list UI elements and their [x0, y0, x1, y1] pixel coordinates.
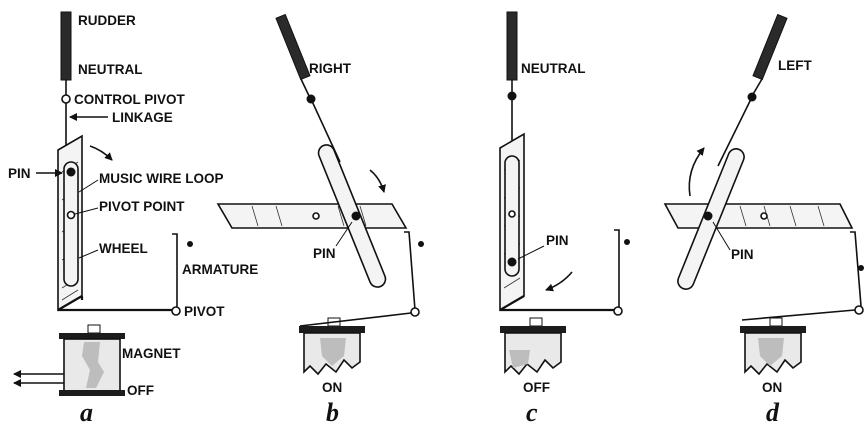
control-pivot-c: [507, 91, 517, 101]
magnet-stub-d: [769, 317, 783, 327]
armature-b: [404, 231, 416, 311]
pin-c: [507, 257, 517, 267]
pin-d: [703, 211, 713, 221]
panel-letter-c: c: [526, 398, 538, 427]
rudder-label: RUDDER: [78, 13, 136, 28]
rudder-bar-a: [60, 11, 72, 81]
off-label-c: OFF: [523, 380, 550, 395]
wheel-b: [216, 203, 408, 229]
rotation-arrow-d: [688, 147, 705, 197]
wheel-base-a: [57, 295, 172, 312]
left-label: LEFT: [778, 58, 812, 73]
pin-label-a: PIN: [8, 166, 31, 181]
control-pivot-label: CONTROL PIVOT: [74, 92, 186, 107]
magnet-top-c: [500, 326, 566, 333]
rudder-bar-b: [275, 13, 311, 81]
magnet-top-b: [299, 326, 365, 333]
music-wire-loop-label: MUSIC WIRE LOOP: [99, 171, 224, 186]
pivot-d: [854, 305, 864, 315]
magnet-shading-d: [758, 338, 784, 366]
rudder-bar-c: [506, 11, 518, 81]
armature-a: [172, 233, 178, 310]
pin-label-b: PIN: [313, 246, 336, 261]
pivot-b: [410, 307, 420, 317]
pin-label-d: PIN: [731, 247, 754, 262]
pivot-point-b: [312, 212, 320, 220]
magnet-top-a: [59, 333, 125, 339]
magnet-shading-c: [509, 350, 530, 368]
panel-letter-b: b: [326, 398, 339, 427]
pivot-c: [613, 306, 623, 316]
panel-c: NEUTRAL PIN OFF c: [499, 11, 630, 427]
armature-stop-d: [858, 265, 864, 271]
pin-b: [351, 211, 361, 221]
wheel-label: WHEEL: [99, 241, 148, 256]
pin-label-c: PIN: [546, 233, 569, 248]
armature-c: [614, 229, 620, 310]
magnet-shading-b: [320, 338, 346, 366]
armature-arm-d: [741, 309, 856, 321]
magnet-top-d: [740, 326, 806, 333]
rudder-bar-d: [752, 13, 788, 81]
right-label: RIGHT: [309, 61, 352, 76]
pivot-point-c: [508, 210, 516, 218]
rotation-arrow-b: [369, 169, 386, 193]
loop-pointer-a: [78, 179, 99, 193]
magnet-bottom-a: [59, 390, 125, 396]
linkage-d: [717, 96, 753, 167]
pivot-point-d: [760, 212, 768, 220]
panel-a: RUDDER NEUTRAL CONTROL PIVOT LINKAGE PIN…: [8, 11, 258, 427]
magnet-label: MAGNET: [122, 346, 181, 361]
rotation-arrow-c: [545, 271, 573, 292]
rudder-shaft-b: [300, 78, 311, 99]
rotation-arrow-a: [89, 145, 113, 161]
on-label-b: ON: [322, 380, 342, 395]
pivot-point-a: [66, 210, 76, 220]
pivot-label: PIVOT: [184, 304, 225, 319]
panel-b: RIGHT PIN ON b: [216, 13, 424, 427]
on-label-d: ON: [762, 380, 782, 395]
armature-stop-b: [418, 241, 424, 247]
wheel-base-c: [499, 295, 614, 312]
pin-pointer-b: [335, 221, 353, 247]
magnet-stub-c: [529, 317, 543, 327]
wheel-d: [663, 203, 854, 229]
armature-stop-a: [187, 241, 193, 247]
pin-a: [66, 167, 76, 177]
armature-stop-c: [624, 239, 630, 245]
magnet-shading-a: [82, 342, 104, 388]
pin-pointer-c: [517, 245, 545, 260]
armature-label: ARMATURE: [182, 262, 258, 277]
control-pivot-a: [61, 94, 71, 104]
panel-d: LEFT PIN ON d: [663, 13, 864, 427]
linkage-label: LINKAGE: [112, 110, 173, 125]
wheel-hatch-b: [251, 205, 367, 227]
neutral-label-c: NEUTRAL: [521, 61, 586, 76]
panel-letter-d: d: [766, 398, 780, 427]
off-label-a: OFF: [127, 383, 154, 398]
neutral-label-a: NEUTRAL: [78, 62, 143, 77]
pivot-point-pointer: [74, 207, 99, 215]
magnet-stub-a: [87, 324, 101, 334]
panel-letter-a: a: [80, 398, 93, 427]
pivot-point-label: PIVOT POINT: [99, 199, 185, 214]
pivot-a: [171, 306, 181, 316]
pin-pointer-d: [712, 221, 731, 251]
armature-arm-b: [299, 312, 412, 327]
music-wire-loop-a: [63, 161, 79, 287]
armature-d: [850, 231, 862, 307]
wheel-pointer: [78, 249, 99, 259]
